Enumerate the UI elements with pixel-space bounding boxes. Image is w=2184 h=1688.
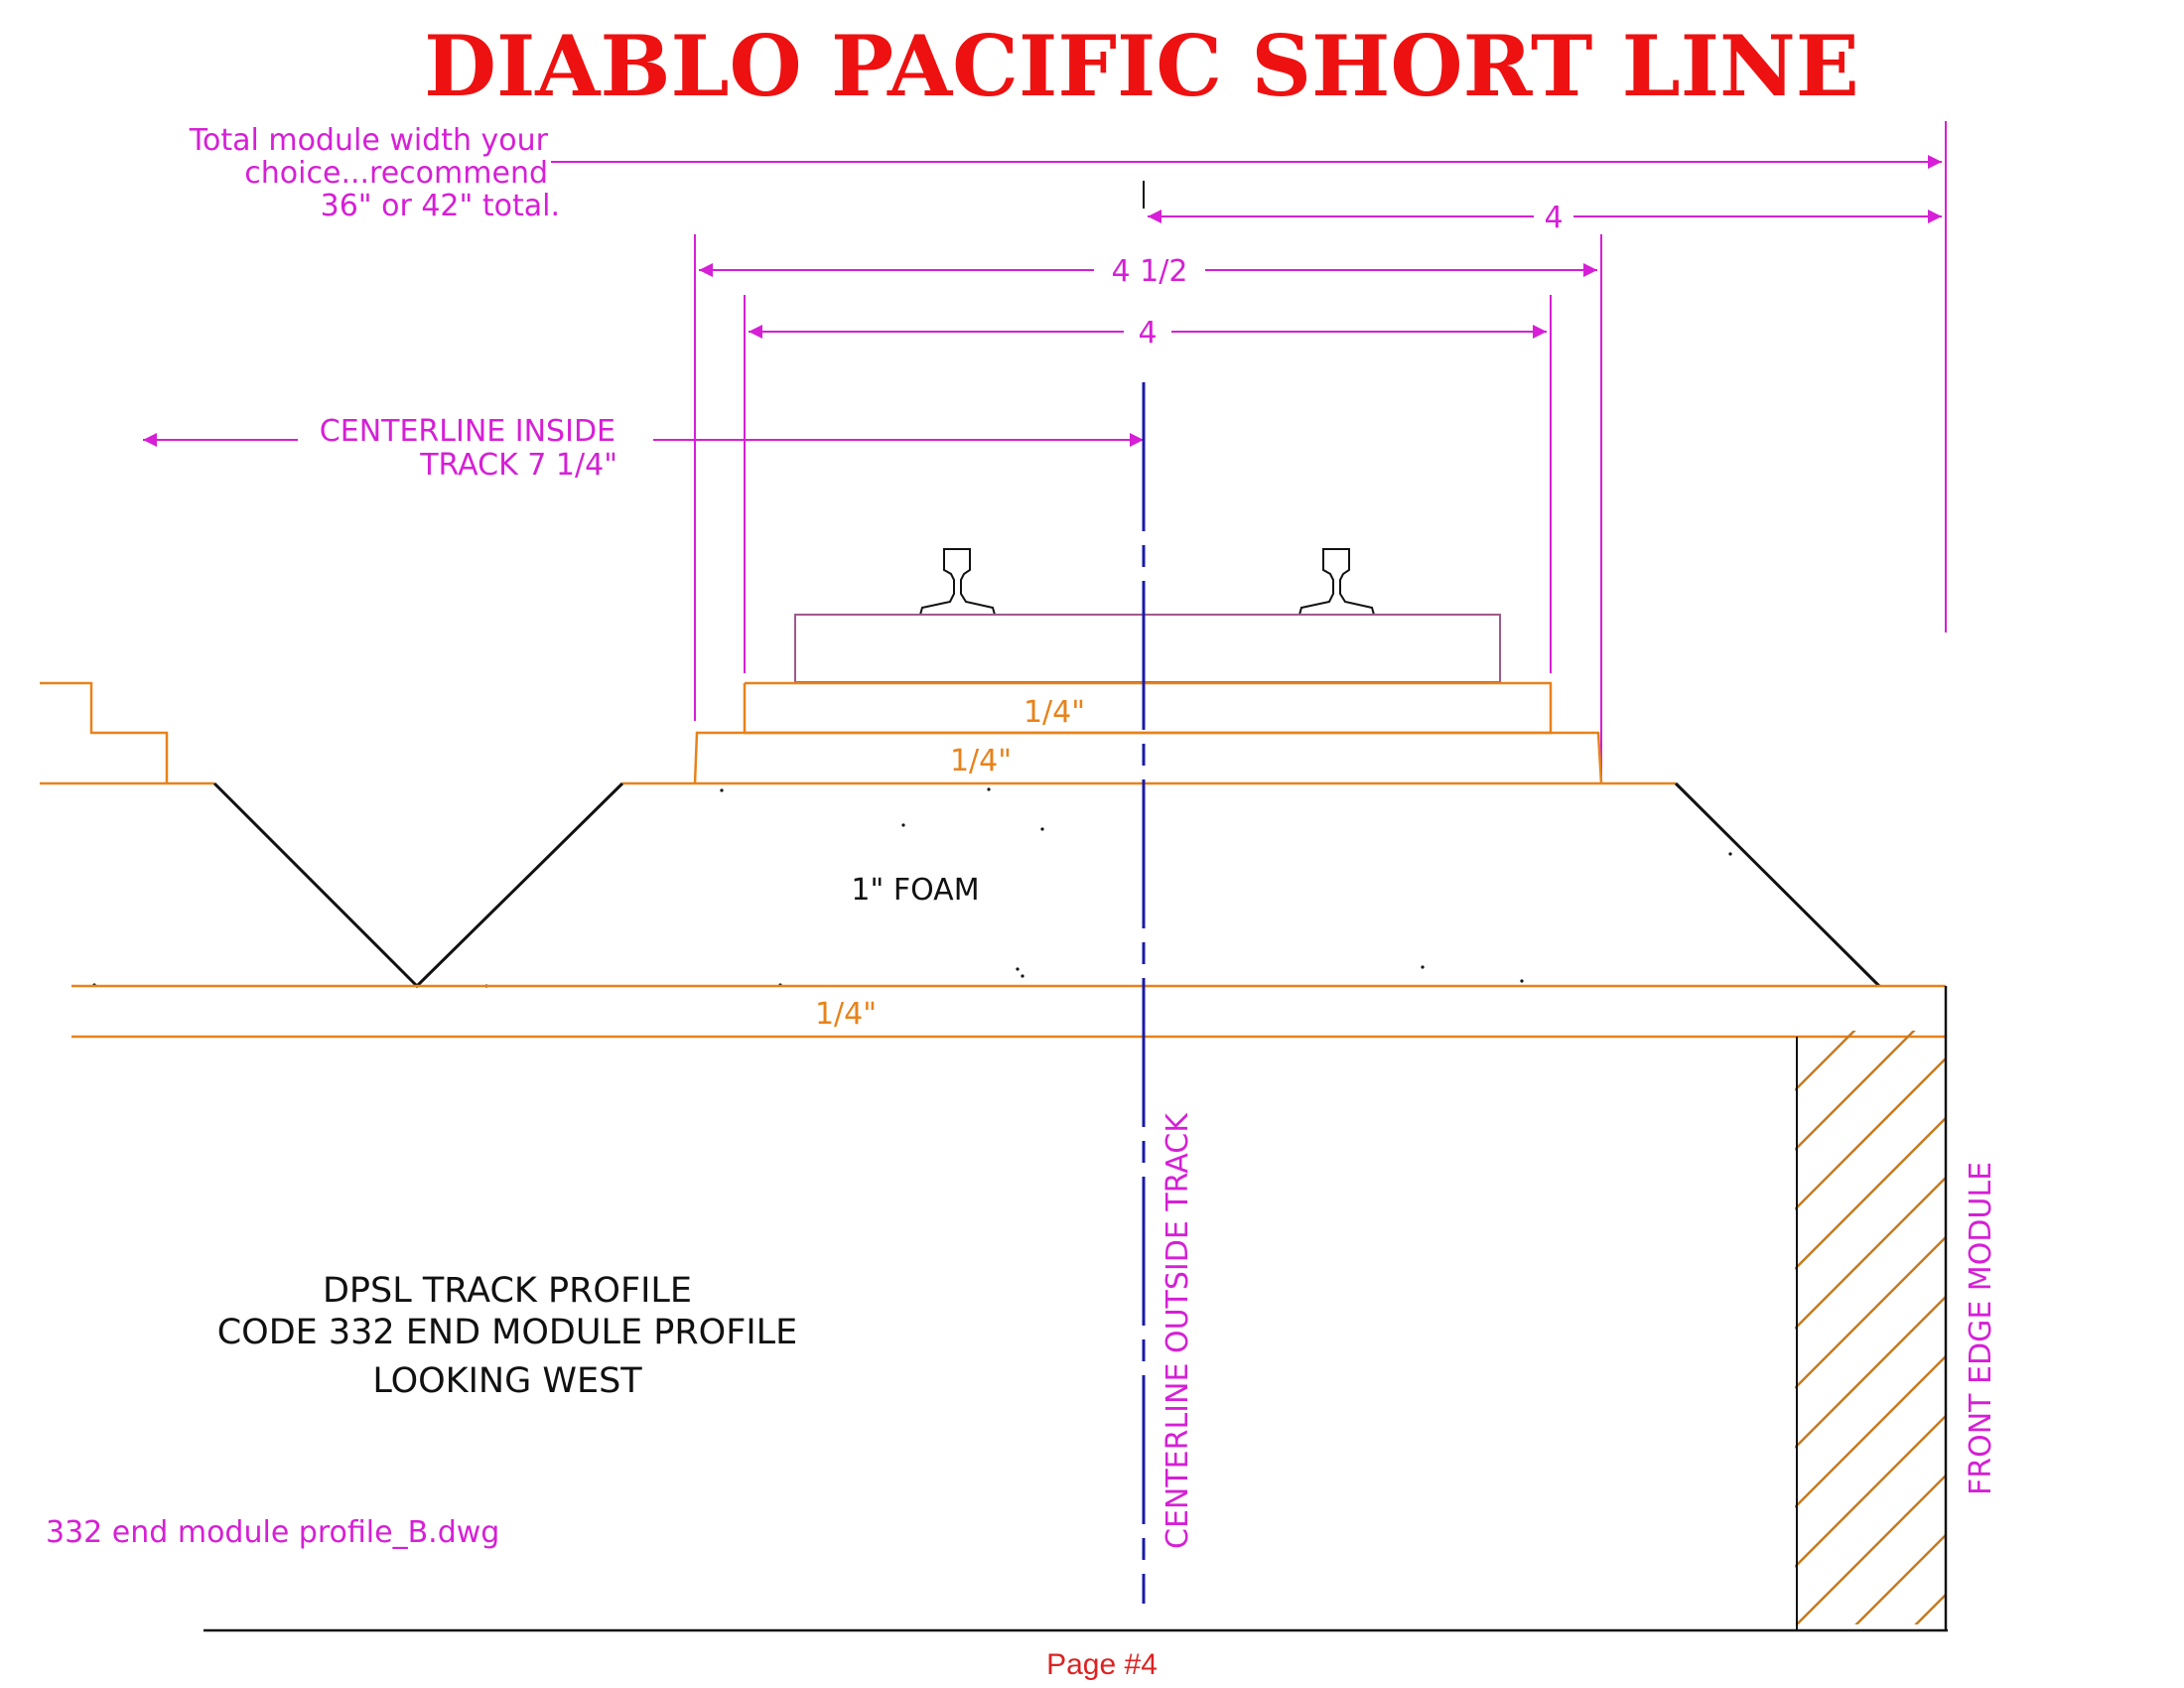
drainage-ditch	[212, 781, 624, 989]
front-edge-frame	[1795, 986, 1948, 1630]
profile-title-line-3: LOOKING WEST	[372, 1361, 642, 1401]
roadbed-top-thickness: 1/4"	[1024, 695, 1085, 730]
module-width-note-line-1: Total module width your	[189, 123, 549, 158]
front-edge-label: FRONT EDGE MODULE	[1964, 1162, 1998, 1495]
foam-label: 1" FOAM	[851, 873, 979, 908]
roadbed-top-layer	[743, 681, 1553, 735]
profile-title-line-1: DPSL TRACK PROFILE	[323, 1271, 692, 1311]
centerline-outside-label: CENTERLINE OUTSIDE TRACK	[1160, 1112, 1195, 1549]
module-width-note-line-2: choice...recommend	[244, 156, 548, 191]
base-thickness: 1/4"	[815, 997, 877, 1032]
roadbed-bottom-layer	[693, 731, 1603, 784]
tie	[794, 614, 1501, 683]
profile-title-block: DPSL TRACK PROFILE CODE 332 END MODULE P…	[217, 1271, 798, 1401]
rail-right	[1297, 548, 1376, 616]
roadbed-bottom-thickness: 1/4"	[950, 744, 1012, 778]
dimension-label-roadbed-outer: 4 1/2	[1112, 254, 1188, 289]
adjacent-step-outline	[40, 681, 169, 783]
centerline-inside-callout: CENTERLINE INSIDE TRACK 7 1/4"	[143, 414, 1144, 483]
centerline-inside-line-2: TRACK 7 1/4"	[419, 448, 617, 483]
centerline-inside-line-1: CENTERLINE INSIDE	[320, 414, 615, 449]
dimension-roadbed-outer: 4 1/2	[694, 234, 1602, 782]
page-number: Page #4	[1046, 1648, 1158, 1681]
dimension-label-to-edge: 4	[1544, 201, 1563, 235]
drawing-filename: 332 end module profile_B.dwg	[46, 1515, 499, 1550]
rail-left	[918, 548, 997, 616]
dimension-centerline-to-edge: 4	[1148, 201, 1942, 235]
module-width-note: Total module width your choice...recomme…	[189, 123, 560, 223]
drawing-title: DIABLO PACIFIC SHORT LINE	[424, 17, 1859, 115]
foam-slope-right	[1674, 781, 1881, 988]
dimension-roadbed-inner: 4	[744, 295, 1552, 673]
module-width-note-line-3: 36" or 42" total.	[321, 189, 560, 223]
dimension-label-roadbed-inner: 4	[1138, 316, 1157, 351]
profile-title-line-2: CODE 332 END MODULE PROFILE	[217, 1313, 798, 1352]
